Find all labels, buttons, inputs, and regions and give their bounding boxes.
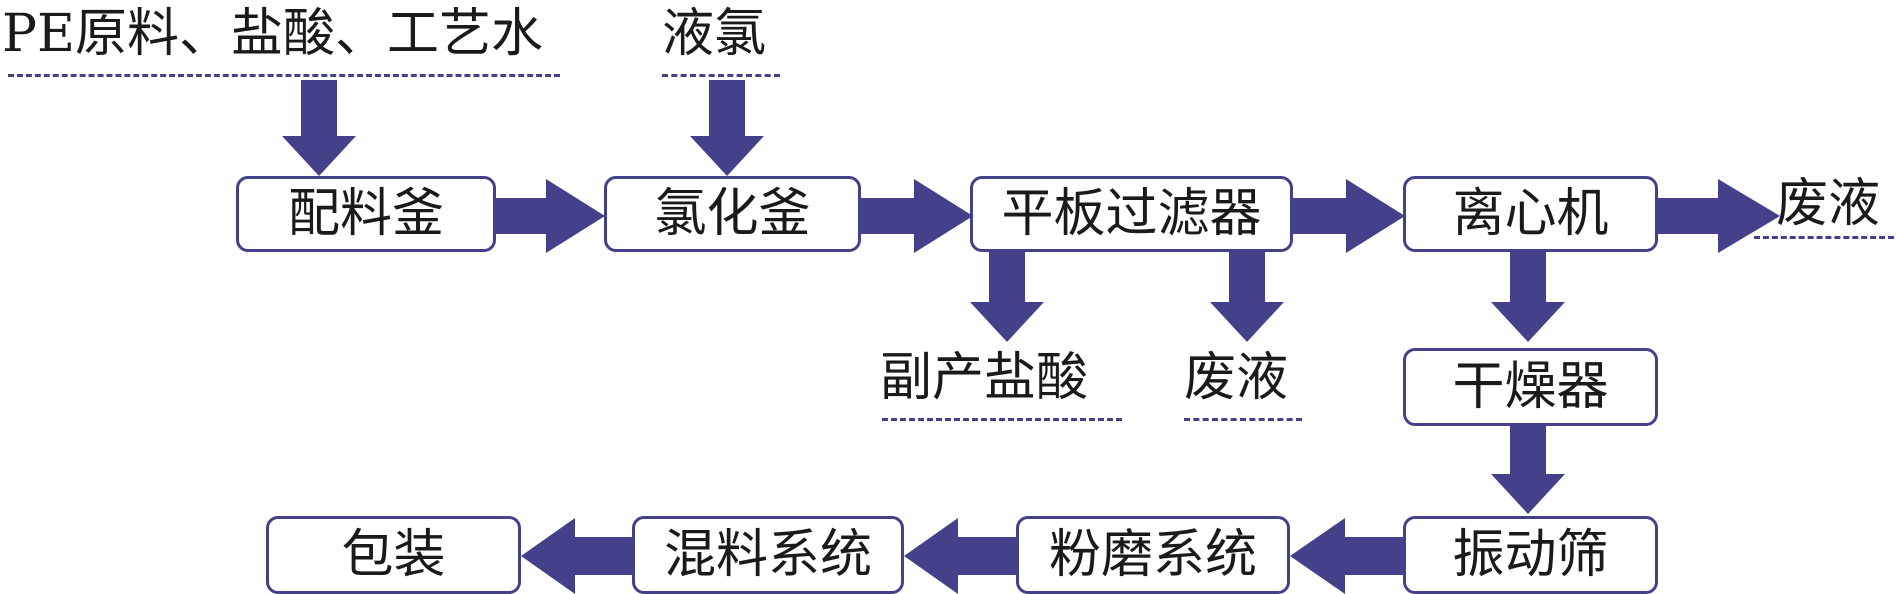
output-waste-liquid-centrifuge-underline — [1754, 236, 1894, 239]
step-blending-system: 混料系统 — [632, 516, 904, 594]
input-liquid-chlorine-underline — [662, 74, 780, 77]
arrow-blending-to-packaging — [521, 518, 632, 594]
step-grinding-system: 粉磨系统 — [1016, 516, 1290, 594]
step-chlorination-kettle: 氯化釜 — [604, 176, 861, 252]
step-centrifuge: 离心机 — [1403, 176, 1658, 252]
arrow-dryer-to-screen — [1491, 426, 1565, 514]
output-waste-liquid-centrifuge: 废液 — [1776, 174, 1881, 234]
step-plate-filter: 平板过滤器 — [970, 176, 1293, 252]
step-dryer: 干燥器 — [1403, 348, 1658, 426]
arrow-filter-to-centrifuge — [1293, 179, 1405, 253]
step-vibrating-screen: 振动筛 — [1403, 516, 1658, 594]
arrow-centrifuge-to-waste — [1658, 179, 1780, 253]
step-packaging: 包装 — [266, 516, 521, 594]
arrow-chlorine-to-chlorination — [690, 80, 764, 176]
arrow-mixing-to-chlorination — [496, 179, 605, 253]
arrow-chlorination-to-filter — [861, 179, 973, 253]
output-waste-liquid-filter-underline — [1184, 418, 1302, 421]
input-liquid-chlorine: 液氯 — [662, 4, 767, 64]
arrow-filter-to-waste — [1210, 250, 1284, 342]
arrow-filter-to-hcl — [970, 250, 1044, 342]
arrow-grinding-to-blending — [904, 518, 1016, 594]
arrow-centrifuge-to-dryer — [1491, 250, 1565, 342]
output-byproduct-hcl: 副产盐酸 — [880, 348, 1089, 408]
arrow-raw-to-mixing — [282, 80, 356, 176]
step-mixing-kettle: 配料釜 — [236, 176, 496, 252]
input-raw-materials: PE原料、盐酸、工艺水 — [2, 4, 543, 64]
input-raw-materials-underline — [8, 74, 560, 77]
output-waste-liquid-filter: 废液 — [1184, 348, 1289, 408]
arrow-screen-to-grinding — [1290, 518, 1405, 594]
output-byproduct-hcl-underline — [882, 418, 1122, 421]
